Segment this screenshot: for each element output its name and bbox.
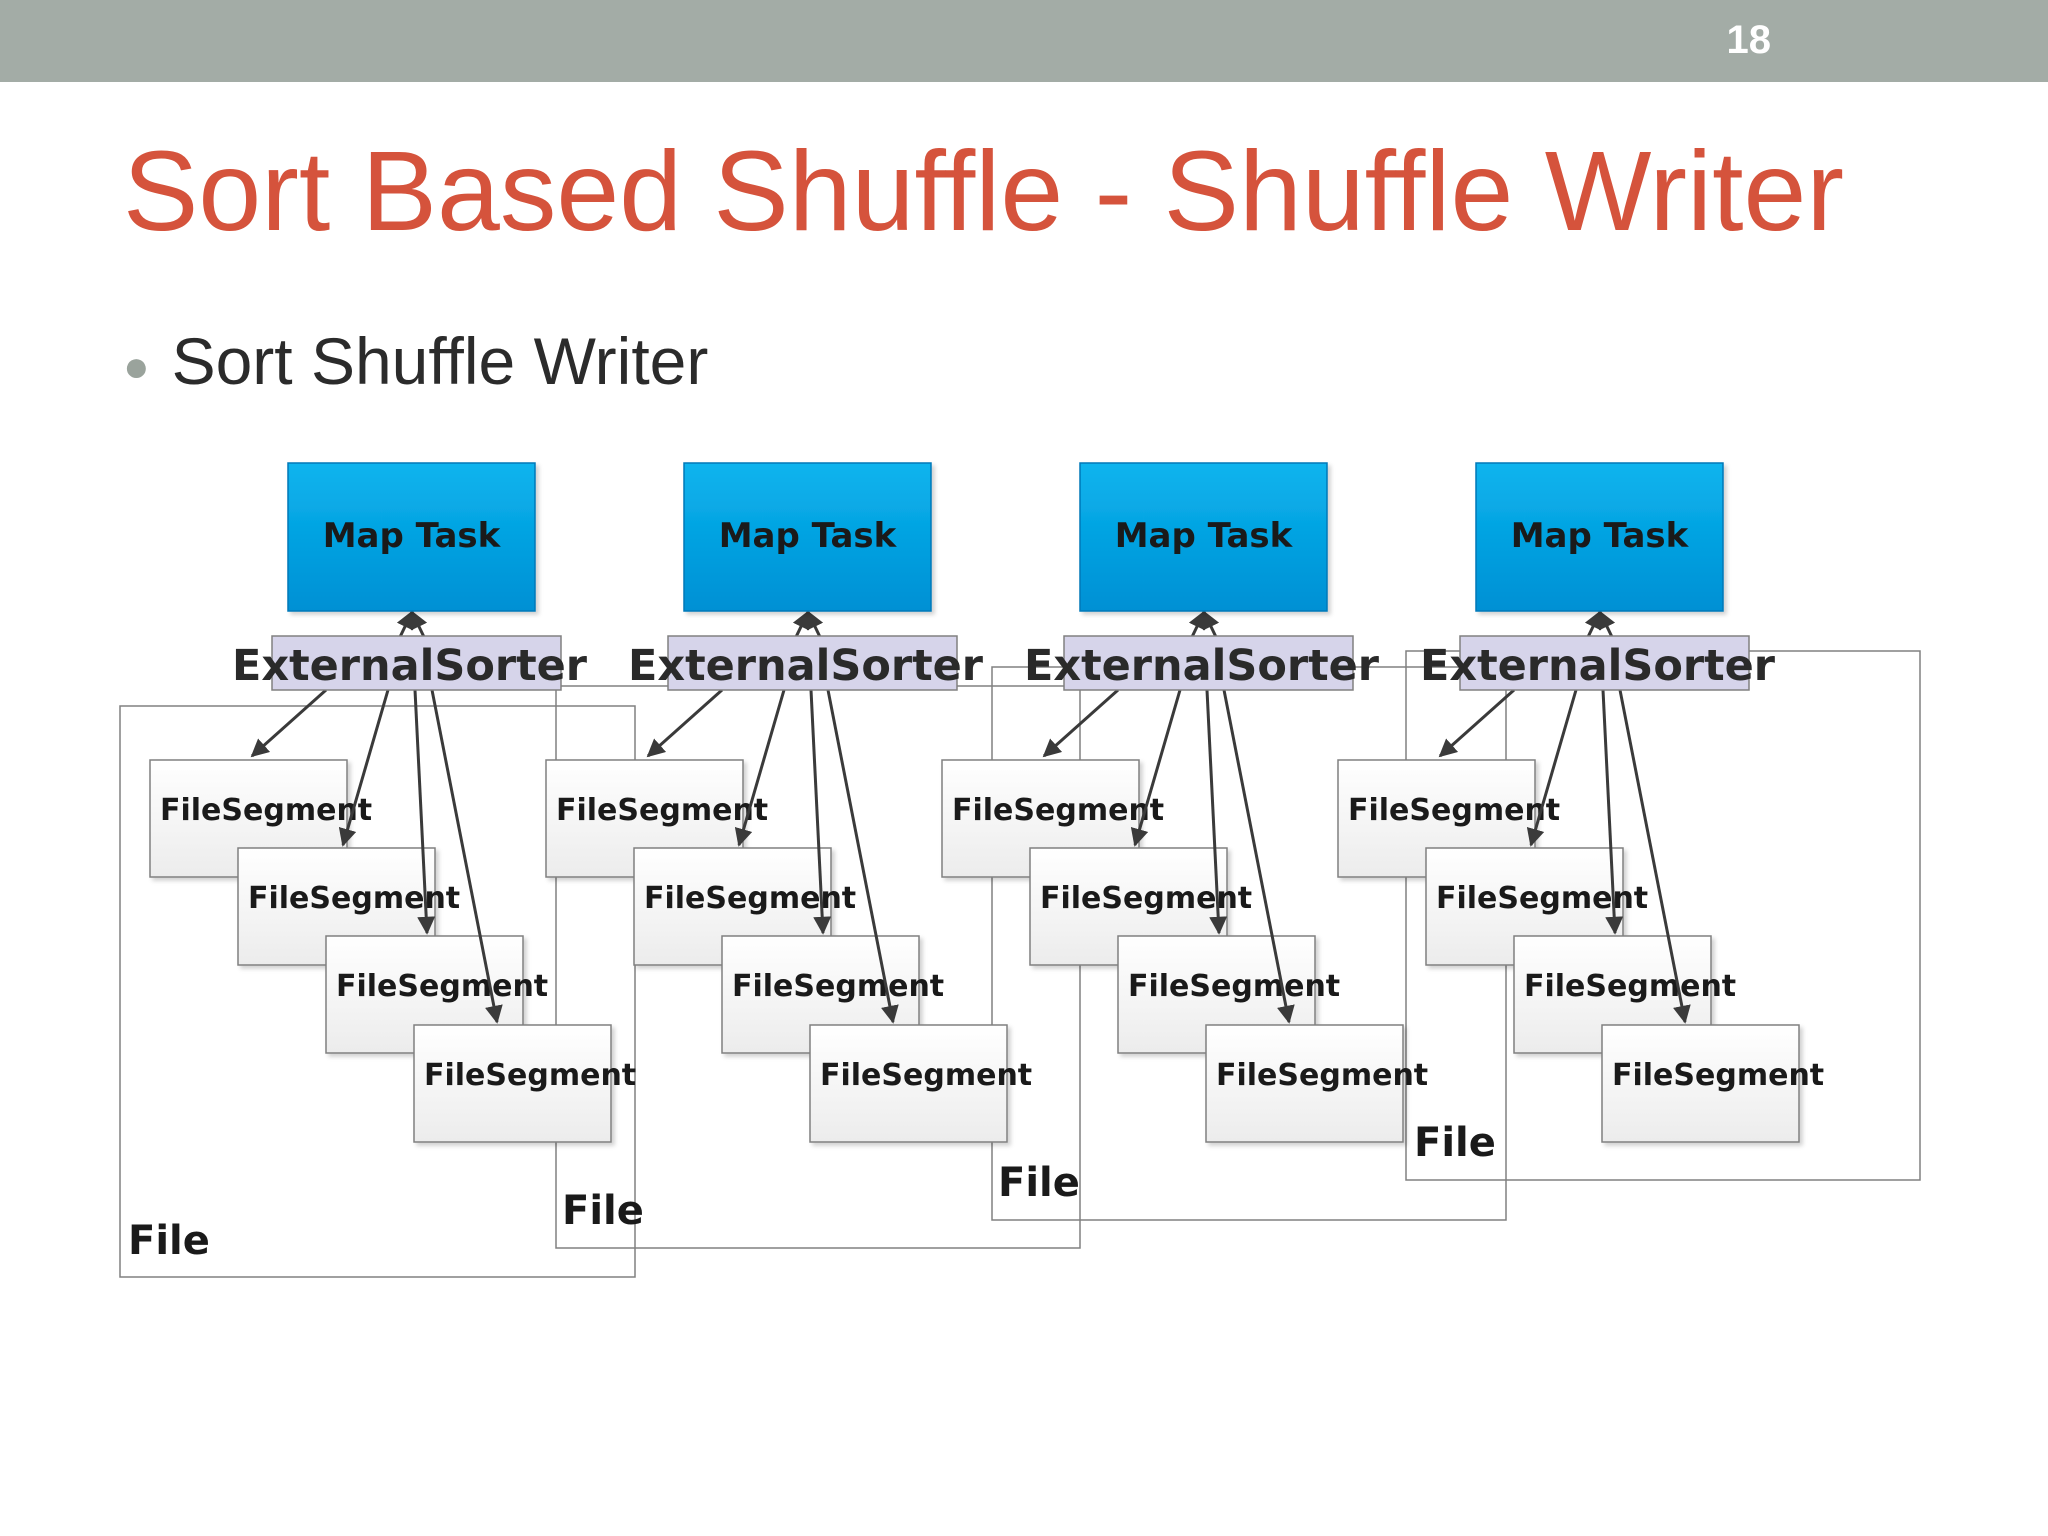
map-task-label: Map Task	[1511, 516, 1690, 556]
arrow-up	[1584, 610, 1602, 638]
arrow-to-segment	[809, 689, 832, 935]
arrow-to-segment	[1042, 688, 1119, 758]
file-segment-label: FileSegment	[732, 969, 944, 1004]
external-sorter-label: ExternalSorter	[1420, 641, 1776, 691]
map-task-label: Map Task	[1115, 516, 1294, 556]
slide-title: Sort Based Shuffle - Shuffle Writer	[123, 128, 1844, 254]
map-task-label: Map Task	[719, 516, 898, 556]
external-sorter-box	[667, 635, 958, 691]
arrow-to-segment	[250, 688, 327, 758]
file-segment-label: FileSegment	[644, 881, 856, 916]
file-segment-label: FileSegment	[556, 793, 768, 828]
file-label: File	[128, 1218, 210, 1264]
arrow-up	[396, 610, 414, 638]
arrow-up	[410, 610, 428, 638]
map-task-box	[1079, 462, 1328, 612]
arrow-up	[806, 610, 824, 638]
external-sorter-box	[1459, 635, 1750, 691]
file-segment-box	[809, 1024, 1008, 1143]
arrow-to-segment	[1222, 689, 1295, 1024]
arrow-to-segment	[1205, 689, 1228, 935]
arrow-to-segment	[338, 689, 390, 847]
arrow-to-segment	[1618, 689, 1691, 1024]
arrow-to-segment	[646, 688, 723, 758]
file-box	[119, 705, 636, 1278]
file-segment-label: FileSegment	[820, 1058, 1032, 1093]
page-number: 18	[1726, 18, 1772, 62]
slide-header-bar: 18	[0, 0, 2048, 82]
file-segment-label: FileSegment	[1348, 793, 1560, 828]
file-segment-label: FileSegment	[952, 793, 1164, 828]
arrow-up	[1598, 610, 1616, 638]
bullet-item: ●Sort Shuffle Writer	[123, 328, 708, 394]
external-sorter-label: ExternalSorter	[1024, 641, 1380, 691]
file-label: File	[1414, 1120, 1496, 1166]
map-task-box	[287, 462, 536, 612]
file-label: File	[562, 1188, 644, 1234]
file-label: File	[998, 1160, 1080, 1206]
map-task-label: Map Task	[323, 516, 502, 556]
arrow-to-segment	[430, 689, 503, 1024]
arrow-up	[1188, 610, 1206, 638]
file-segment-label: FileSegment	[248, 881, 460, 916]
bullet-dot-icon: ●	[123, 341, 150, 391]
external-sorter-label: ExternalSorter	[232, 641, 588, 691]
file-segment-label: FileSegment	[1612, 1058, 1824, 1093]
file-segment-box	[413, 1024, 612, 1143]
arrow-to-segment	[1601, 689, 1624, 935]
arrow-to-segment	[1438, 688, 1515, 758]
file-segment-label: FileSegment	[1128, 969, 1340, 1004]
external-sorter-box	[271, 635, 562, 691]
arrow-up	[1202, 610, 1220, 638]
arrow-to-segment	[826, 689, 899, 1024]
file-segment-label: FileSegment	[424, 1058, 636, 1093]
arrow-to-segment	[1526, 689, 1578, 847]
file-segment-box	[1205, 1024, 1404, 1143]
file-segment-label: FileSegment	[1436, 881, 1648, 916]
file-segment-label: FileSegment	[336, 969, 548, 1004]
arrow-to-segment	[413, 689, 436, 935]
file-segment-box	[1601, 1024, 1800, 1143]
external-sorter-box	[1063, 635, 1354, 691]
file-segment-label: FileSegment	[1040, 881, 1252, 916]
arrow-up	[792, 610, 810, 638]
file-segment-label: FileSegment	[1524, 969, 1736, 1004]
map-task-box	[1475, 462, 1724, 612]
bullet-text: Sort Shuffle Writer	[171, 324, 709, 398]
file-segment-label: FileSegment	[160, 793, 372, 828]
file-segment-label: FileSegment	[1216, 1058, 1428, 1093]
map-task-box	[683, 462, 932, 612]
arrow-to-segment	[1130, 689, 1182, 847]
external-sorter-label: ExternalSorter	[628, 641, 984, 691]
arrow-to-segment	[734, 689, 786, 847]
